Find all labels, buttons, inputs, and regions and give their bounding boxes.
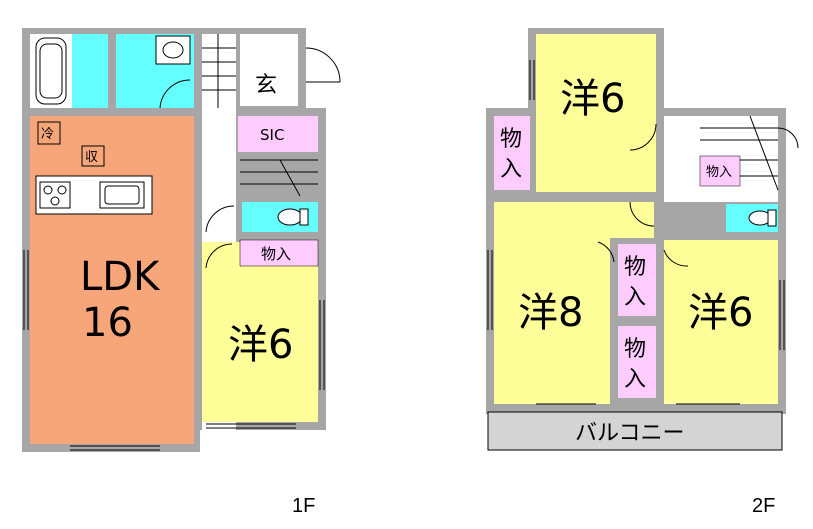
balcony	[487, 411, 783, 451]
bath-floor	[72, 34, 108, 108]
windows-1f	[23, 250, 325, 451]
closet-1f-box	[239, 239, 319, 267]
windows-2f	[487, 60, 785, 405]
doors-2f	[597, 123, 799, 267]
closet-2f-left	[494, 116, 530, 190]
closet-2f-mid-1-label-2: 入	[624, 285, 646, 310]
sic-label: SIC	[260, 126, 284, 144]
bedroom-1f-door-icon	[205, 243, 233, 269]
entrance	[240, 34, 298, 106]
storage-label: 収	[85, 150, 98, 165]
bedroom-2f-top-label: 洋6	[560, 76, 625, 122]
kitchen-sink-basin-icon	[104, 185, 140, 205]
bedroom-2f-8-label: 洋8	[518, 290, 583, 336]
stove-icon	[39, 181, 71, 209]
closet-2f-stairs-label: 物入	[706, 165, 732, 180]
floor-2-label: 2F	[752, 495, 775, 517]
floor-1-plan: 冷 収 LDK 16 玄 SIC	[22, 28, 341, 517]
bedroom-1f	[202, 242, 318, 422]
fridge-space	[37, 121, 61, 145]
closet-2f-stairs	[699, 155, 741, 187]
toilet-door-icon	[205, 205, 235, 233]
stairs-2f-icon	[700, 115, 779, 191]
closet-2f-mid-2-label-2: 入	[624, 367, 646, 392]
bedroom-2f-8-ext	[610, 202, 654, 238]
bedroom-2f-8	[494, 202, 610, 404]
bedroom-2f-right	[664, 240, 778, 404]
ldk-label: LDK	[80, 254, 161, 300]
washroom-door-icon	[159, 79, 191, 109]
burner-icon	[50, 196, 60, 206]
closet-2f-mid-1-label-1: 物	[624, 255, 646, 280]
closet-2f-mid-1	[618, 244, 656, 316]
sink-basin-icon	[162, 41, 184, 59]
storage-space	[81, 145, 105, 167]
floor-1-label: 1F	[292, 495, 315, 517]
floor-2-plan: 洋6 物 入 物入 洋8 物 入 物 入 洋6	[486, 28, 799, 517]
entrance-label: 玄	[255, 73, 277, 98]
closet-2f-mid-2	[618, 326, 656, 398]
closet-2f-left-label-2: 入	[500, 157, 522, 182]
closet-2f-mid-2-label-1: 物	[624, 337, 646, 362]
bedroom-1f-label: 洋6	[228, 322, 293, 368]
stairs-1f-icon	[202, 34, 318, 197]
front-door-icon	[305, 47, 341, 83]
closet-2f-left-label-1: 物	[500, 127, 522, 152]
toilet-tank-icon	[299, 208, 309, 226]
balcony-label: バルコニー	[575, 421, 685, 446]
closet-1f-label-front: 物入	[261, 245, 291, 263]
ldk-room	[30, 116, 194, 444]
sic-closet	[238, 116, 318, 152]
toilet-2f-tank-icon	[767, 209, 777, 227]
sink-icon	[155, 35, 191, 65]
bedroom-2f-top	[536, 34, 656, 192]
bathtub-inner-icon	[39, 43, 63, 99]
burner-icon	[43, 185, 53, 195]
bathtub-icon	[35, 37, 67, 105]
burner-icon	[57, 185, 67, 195]
toilet-icon	[277, 208, 303, 226]
ldk-size-label: 16	[82, 300, 133, 346]
fridge-label: 冷	[41, 127, 54, 142]
bedroom-2f-right-label: 洋6	[688, 290, 753, 336]
